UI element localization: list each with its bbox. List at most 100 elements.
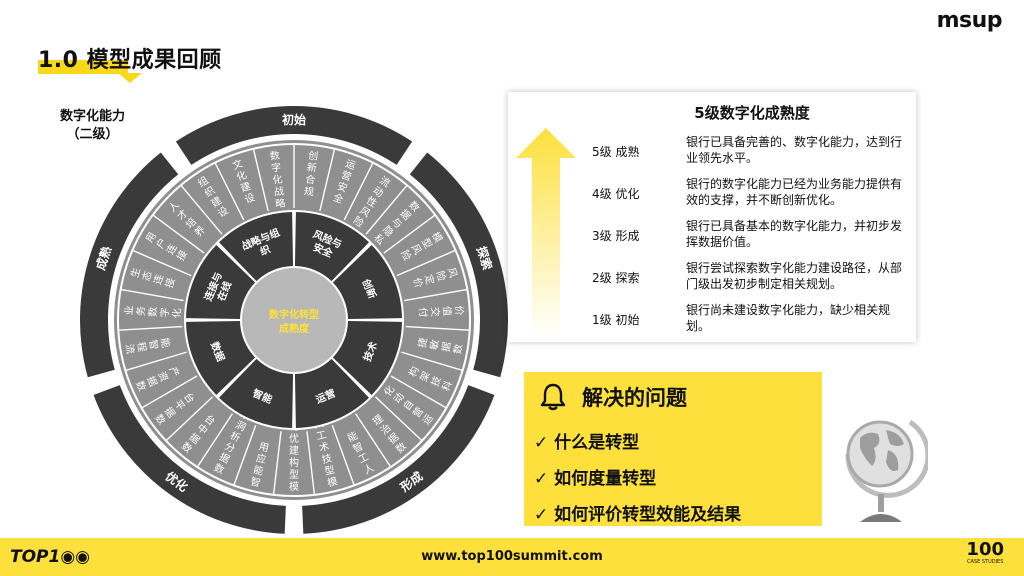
capability-separator: [396, 249, 456, 277]
capability-item-char: 略: [275, 196, 286, 210]
category-segment: [294, 358, 370, 428]
diagram-label: 数字化能力 （二级）: [60, 108, 125, 144]
wheel-center-label: 成熟度: [279, 322, 310, 335]
capability-item-char: 据: [439, 341, 454, 353]
capability-item-char: 连: [151, 273, 166, 286]
maturity-level-label: 初始: [282, 112, 306, 127]
category-segment: [294, 212, 370, 282]
capability-item-char: 构: [289, 456, 299, 469]
level-desc: 银行尝试探索数字化能力建设路径，从部门级出发初步制定相关规划。: [686, 261, 903, 291]
capability-separator: [233, 425, 257, 486]
capability-item-char: 应: [255, 451, 268, 466]
capability-item-char: 科: [439, 379, 455, 393]
level-desc: 银行已具备基本的数字化能力，并初步发挥数据价值。: [686, 219, 903, 249]
capability-separator: [214, 162, 245, 221]
level-name: 1级 初始: [592, 313, 640, 327]
page-title: 1.0 模型成果回顾: [38, 48, 222, 73]
level-desc: 银行尚未建设数字化能力，缺少相关规划。: [686, 303, 891, 333]
capability-item-char: 建: [239, 179, 253, 195]
capability-item-char: 智: [249, 475, 262, 490]
maturity-legend-card: 5级数字化成熟度 5级 成熟 银行已具备完善的、数字化能力，达到行业领先水平。 …: [508, 92, 916, 342]
capability-item-char: 数: [269, 149, 280, 163]
capability-item-char: 用: [258, 441, 270, 454]
footer-bar: TOP1◉◉ www.top100summit.com 100 CASE STU…: [0, 538, 1024, 576]
capability-item-char: 型: [323, 463, 336, 478]
capability-separator: [272, 431, 282, 495]
capability-item-char: 用: [144, 231, 159, 245]
category-segment: [332, 244, 402, 320]
capability-separator: [141, 375, 198, 409]
capability-item-char: 战: [273, 185, 284, 198]
diagram-label-line1: 数字化能力: [60, 109, 126, 124]
capability-item-char: 价: [410, 276, 424, 289]
maturity-level-segment: [409, 152, 508, 378]
maturity-level-segment: [175, 105, 413, 165]
capability-item-char: 全: [331, 190, 345, 206]
capability-item-char: 敏: [427, 339, 442, 351]
capability-item-char: 数: [146, 306, 160, 317]
capability-item-char: 设: [243, 191, 257, 206]
capability-item-char: 接: [162, 276, 177, 289]
maturity-level-segment: [302, 385, 495, 534]
capability-item-char: 优: [289, 432, 299, 445]
capability-item-char: 数: [133, 379, 149, 393]
title-highlight-pointer: [118, 73, 142, 83]
capability-item-char: 数: [451, 343, 466, 355]
capability-item-char: 建: [289, 444, 299, 457]
capability-item-char: 交: [428, 306, 442, 317]
capability-item-char: 化: [235, 168, 249, 184]
capability-item-char: 态: [139, 269, 154, 282]
capability-separator: [319, 148, 336, 212]
category-label: 织: [258, 242, 272, 258]
capability-item-char: 字: [270, 161, 281, 175]
capability-item-char: 工: [315, 430, 327, 443]
maturity-level-label: 成熟: [92, 244, 114, 271]
level-row-2: 2级 探索 银行尝试探索数字化能力建设路径，从部门级出发初步制定相关规划。: [592, 258, 902, 298]
capability-item-char: 定: [422, 273, 437, 286]
top100-logo: TOP1◉◉: [10, 547, 91, 567]
category-segment: [218, 212, 294, 282]
footer-url[interactable]: www.top100summit.com: [421, 549, 603, 564]
diagram-label-line2: （二级）: [66, 127, 119, 142]
level-name: 5级 成熟: [592, 145, 640, 159]
globe-icon: [845, 419, 928, 522]
capability-item-char: 智: [146, 339, 161, 351]
legend-title: 5级数字化成熟度: [694, 104, 810, 122]
level-row-4: 4级 优化 银行的数字化能力已经为业务能力提供有效的支撑，并不断创新优化。: [592, 174, 902, 214]
capability-item-char: 人: [362, 462, 376, 477]
capability-separator: [152, 214, 205, 254]
wheel-center-label: 数字化转型: [269, 308, 319, 321]
capability-separator: [374, 396, 423, 442]
question-item: ✓ 如何评价转型效能及结果: [534, 505, 742, 525]
level-name: 3级 形成: [592, 229, 640, 243]
capability-item-char: 生: [128, 266, 143, 279]
capability-item-char: 程: [135, 341, 149, 353]
capability-separator: [118, 325, 183, 331]
capability-item-char: 值: [440, 306, 454, 317]
capability-item-char: 运: [344, 158, 358, 173]
level-name: 2级 探索: [592, 271, 640, 285]
maturity-level-segment: [80, 152, 179, 378]
capability-separator: [120, 288, 184, 302]
category-segment: [218, 358, 294, 428]
capability-separator: [306, 431, 316, 495]
capability-item-char: 据: [144, 374, 160, 388]
capability-item-char: 产: [166, 365, 182, 379]
capability-separator: [365, 184, 408, 235]
capability-item-char: 工: [357, 452, 371, 466]
capability-item-char: 化: [272, 172, 283, 186]
capability-separator: [404, 288, 468, 302]
capability-separator: [132, 249, 192, 277]
maturity-wheel: 初始探索形成优化成熟创新合规运营安全流动性风险数据与隐私安全模型风险风险定价价值…: [80, 105, 508, 534]
level-row-3: 3级 形成 银行已具备基本的数字化能力，并初步发挥数据价值。: [592, 216, 902, 256]
case-studies-text: CASE STUDIES: [967, 559, 1004, 565]
capability-separator: [252, 148, 269, 212]
capability-item-char: 安: [335, 179, 349, 195]
